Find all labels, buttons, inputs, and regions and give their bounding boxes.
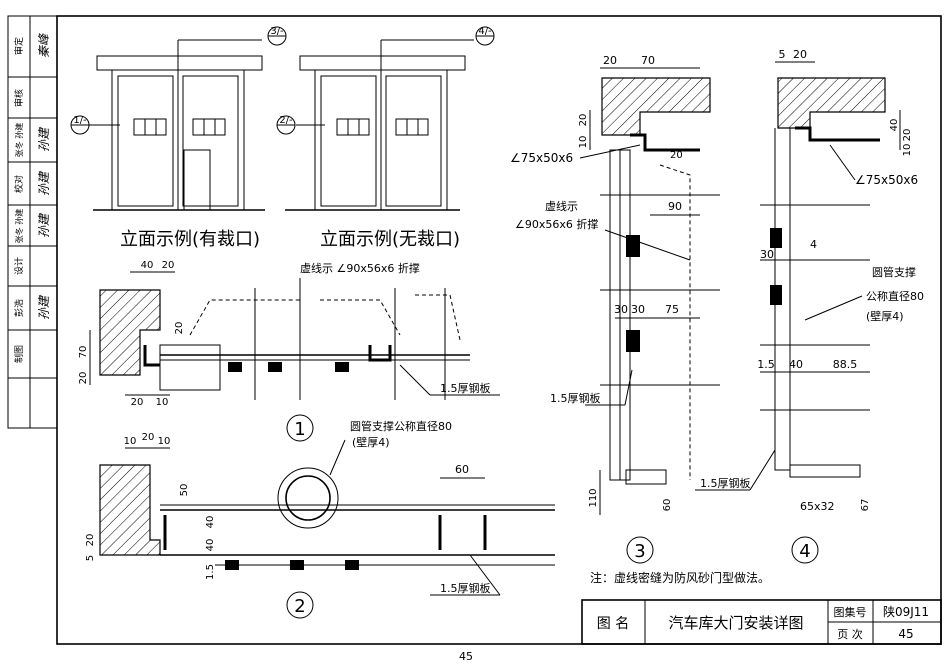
side-role-7: 制图 bbox=[13, 345, 25, 363]
d1-dim-top-0: 40 bbox=[141, 260, 154, 271]
elev1-callout-top: 3/- bbox=[270, 26, 284, 37]
d3-label-dash1: 虚线示 bbox=[545, 199, 578, 213]
d3-label-angle: ∠75x50x6 bbox=[510, 151, 573, 165]
d3-dim-side-0: 10 bbox=[578, 136, 589, 149]
d4-dim-top-0: 5 bbox=[779, 48, 786, 61]
d2-dim-60: 60 bbox=[455, 463, 469, 476]
d4-label-pipe3: (壁厚4) bbox=[866, 309, 904, 323]
d4-label-pipe1: 圆管支撑 bbox=[872, 265, 916, 279]
d3-dim-60: 60 bbox=[662, 499, 673, 512]
elev1-callout-left: 1/- bbox=[73, 115, 87, 126]
title-name: 汽车库大门安装详图 bbox=[668, 614, 803, 632]
d1-dim-left-a: 70 bbox=[78, 346, 89, 359]
d2-dim-40b: 40 bbox=[205, 539, 216, 552]
d4-label-65: 65x32 bbox=[800, 500, 835, 513]
d1-label-plate: 1.5厚钢板 bbox=[440, 381, 491, 395]
d4-dim-30: 30 bbox=[760, 248, 774, 261]
side-sign-3: 孙建 bbox=[37, 170, 51, 196]
d3-dim-90: 90 bbox=[668, 200, 682, 213]
title-block: 图 名 汽车库大门安装详图 图集号 陕09J11 页 次 45 bbox=[581, 599, 942, 645]
title-page-value: 45 bbox=[898, 627, 913, 641]
d4-number: 4 bbox=[799, 541, 810, 562]
d2-number: 2 bbox=[294, 596, 305, 617]
d4-dim-4: 4 bbox=[810, 238, 817, 251]
d4-label-angle: ∠75x50x6 bbox=[855, 173, 918, 187]
d4-dim-mid-2: 88.5 bbox=[833, 358, 858, 371]
d4-dim-mid-1: 40 bbox=[789, 358, 803, 371]
d3-dim-mid-2: 75 bbox=[665, 303, 679, 316]
detail-2: 10 20 10 50 40 40 20 5 1.5 60 圆管支撑公称直径80… bbox=[85, 419, 555, 619]
d3-number: 3 bbox=[634, 541, 645, 562]
d2-label-plate: 1.5厚钢板 bbox=[440, 581, 491, 595]
elevation-without-rebate: 立面示例(无裁口) 4/- 2/- bbox=[276, 26, 495, 250]
detail-1: 40 20 70 20 20 10 20 虚线示 ∠90x56x6 折撑 1.5… bbox=[78, 260, 500, 442]
elev2-title: 立面示例(无裁口) bbox=[320, 229, 460, 250]
d3-dim-top-0: 20 bbox=[603, 54, 617, 67]
side-role-2: 张冬 孙建 bbox=[14, 123, 24, 158]
d2-dim-top-0: 10 bbox=[124, 436, 137, 447]
side-role-5: 设计 bbox=[13, 257, 25, 275]
side-sign-4: 孙建 bbox=[37, 212, 51, 238]
side-role-1: 审核 bbox=[13, 89, 25, 107]
title-set-value: 陕09J11 bbox=[883, 604, 929, 619]
detail-3: 20 70 10 20 20 ∠75x50x6 90 虚线示 ∠90x56x6 … bbox=[510, 54, 720, 564]
d1-dim-small: 20 bbox=[174, 322, 185, 335]
detail-4: 5 20 40 20 10 ∠75x50x6 30 4 圆管支撑 公称直径80 … bbox=[695, 48, 924, 564]
side-role-3: 校对 bbox=[13, 175, 25, 193]
side-title-bar: 审定 秦峰 审核 张冬 孙建 孙建 校对 孙建 张冬 孙建 孙建 设计 彭浩 孙… bbox=[7, 15, 58, 429]
d3-dim-mid-0: 30 bbox=[614, 303, 628, 316]
d2-dim-15: 1.5 bbox=[205, 564, 216, 580]
elev2-callout-top: 4/- bbox=[478, 26, 492, 37]
title-set-label: 图集号 bbox=[834, 605, 867, 619]
d3-dim-mid-1: 30 bbox=[631, 303, 645, 316]
d3-dim-side-1: 20 bbox=[578, 114, 589, 127]
d2-dim-top-1: 20 bbox=[142, 432, 155, 443]
side-role-0: 审定 bbox=[13, 37, 25, 55]
d4-label-pipe2: 公称直径80 bbox=[866, 289, 924, 303]
d2-dim-50: 50 bbox=[179, 484, 190, 497]
title-page-label: 页 次 bbox=[837, 627, 863, 641]
d2-dim-top-2: 10 bbox=[158, 436, 171, 447]
d4-dim-top-1: 20 bbox=[793, 48, 807, 61]
elevation-with-rebate: 立面示例(有裁口) 3/- 1/- bbox=[70, 26, 287, 250]
elev2-callout-left: 2/- bbox=[279, 115, 293, 126]
d3-label-dash2: ∠90x56x6 折撑 bbox=[515, 217, 598, 231]
elev1-title: 立面示例(有裁口) bbox=[120, 229, 260, 250]
d3-dim-top-1: 70 bbox=[641, 54, 655, 67]
d1-dim-top-1: 20 bbox=[162, 260, 175, 271]
d4-dim-side-1: 20 bbox=[902, 129, 913, 142]
d3-label-plate: 1.5厚钢板 bbox=[550, 391, 601, 405]
d1-dim-left-b: 20 bbox=[78, 372, 89, 385]
note-text: 注：虚线密缝为防风砂门型做法。 bbox=[590, 570, 770, 585]
d4-dim-67: 67 bbox=[860, 499, 871, 512]
d1-dim-bot-1: 10 bbox=[156, 397, 169, 408]
d1-dim-bot-0: 20 bbox=[131, 397, 144, 408]
d3-dim-110: 110 bbox=[588, 488, 599, 507]
d4-label-plate: 1.5厚钢板 bbox=[700, 476, 751, 490]
d1-number: 1 bbox=[294, 419, 305, 440]
side-role-4: 张冬 孙建 bbox=[14, 209, 24, 244]
d1-label-dash: 虚线示 ∠90x56x6 折撑 bbox=[300, 261, 420, 275]
d2-dim-40a: 40 bbox=[205, 516, 216, 529]
d4-dim-side-2: 10 bbox=[902, 144, 913, 157]
side-sign-0: 秦峰 bbox=[37, 33, 51, 58]
d2-dim-left-1: 5 bbox=[85, 555, 96, 561]
d2-label-pipe2: (壁厚4) bbox=[352, 435, 390, 449]
d2-dim-left-0: 20 bbox=[85, 534, 96, 547]
side-sign-6: 孙建 bbox=[37, 294, 51, 320]
d4-dim-side-0: 40 bbox=[889, 119, 900, 132]
title-name-label: 图 名 bbox=[597, 616, 629, 632]
d3-dim-20: 20 bbox=[670, 150, 683, 161]
page-number: 45 bbox=[459, 650, 473, 663]
d2-label-pipe: 圆管支撑公称直径80 bbox=[350, 419, 452, 433]
side-sign-2: 孙建 bbox=[37, 126, 51, 152]
d4-dim-mid-0: 1.5 bbox=[757, 358, 775, 371]
side-role-6: 彭浩 bbox=[13, 299, 25, 317]
